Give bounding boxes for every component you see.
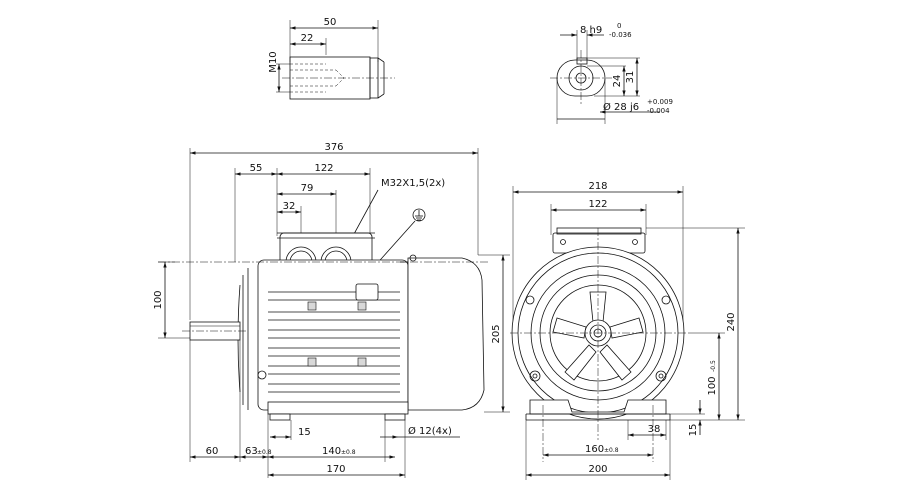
dim-50: 50: [324, 17, 337, 28]
dim-160: 160: [585, 444, 604, 455]
cable-gland-label: M32X1,5(2x): [381, 178, 445, 189]
dim-200: 200: [588, 464, 607, 475]
key-tol-lower: -0.036: [609, 31, 632, 39]
dim-122-side: 122: [314, 163, 333, 174]
dim-140-tol: ±0.8: [341, 449, 356, 456]
dim-60: 60: [206, 446, 219, 457]
dim-24: 24: [612, 75, 623, 88]
dim-15-front: 15: [688, 424, 699, 437]
dim-240: 240: [726, 312, 737, 331]
dim-32: 32: [283, 201, 296, 212]
dim-31: 31: [625, 71, 636, 84]
thread-label: M10: [268, 51, 279, 72]
side-view: 376 55 122 79 32 M32X1,5(2x): [153, 142, 510, 478]
dim-218: 218: [588, 181, 607, 192]
shaft-key-detail: 8 h9 0 -0.036 24 31 Ø 28 j6 +0.009 -0.00…: [550, 22, 673, 124]
dim-63: 63: [245, 446, 258, 457]
dim-55: 55: [250, 163, 263, 174]
hole-diameter: Ø 12(4x): [408, 425, 452, 437]
key-tol-upper: 0: [617, 22, 621, 30]
shaft-end-detail: 50 22 M10: [268, 17, 395, 100]
dim-205: 205: [491, 324, 502, 343]
dim-22: 22: [301, 33, 314, 44]
dim-140: 140: [322, 446, 341, 457]
dim-376: 376: [324, 142, 343, 153]
key-width: 8 h9: [580, 25, 602, 36]
dim-100-front-tol: -0.5: [710, 360, 717, 372]
dim-79: 79: [301, 183, 314, 194]
dim-100-front: 100: [707, 376, 718, 395]
dim-63-tol: ±0.8: [257, 449, 272, 456]
shaft-diameter: Ø 28 j6: [603, 101, 639, 113]
ground-icon: [412, 208, 426, 222]
dim-38: 38: [648, 424, 661, 435]
dim-100-side: 100: [153, 290, 164, 309]
dim-170: 170: [326, 464, 345, 475]
dim-122-front: 122: [588, 199, 607, 210]
dia-tol-upper: +0.009: [647, 98, 673, 106]
dim-160-tol: ±0.8: [604, 447, 619, 454]
dia-tol-lower: -0.004: [647, 107, 670, 115]
front-view: 218 122: [510, 181, 745, 480]
cooling-fins: [268, 291, 400, 393]
dim-15-side: 15: [298, 427, 311, 438]
fan-spokes: [552, 291, 644, 381]
